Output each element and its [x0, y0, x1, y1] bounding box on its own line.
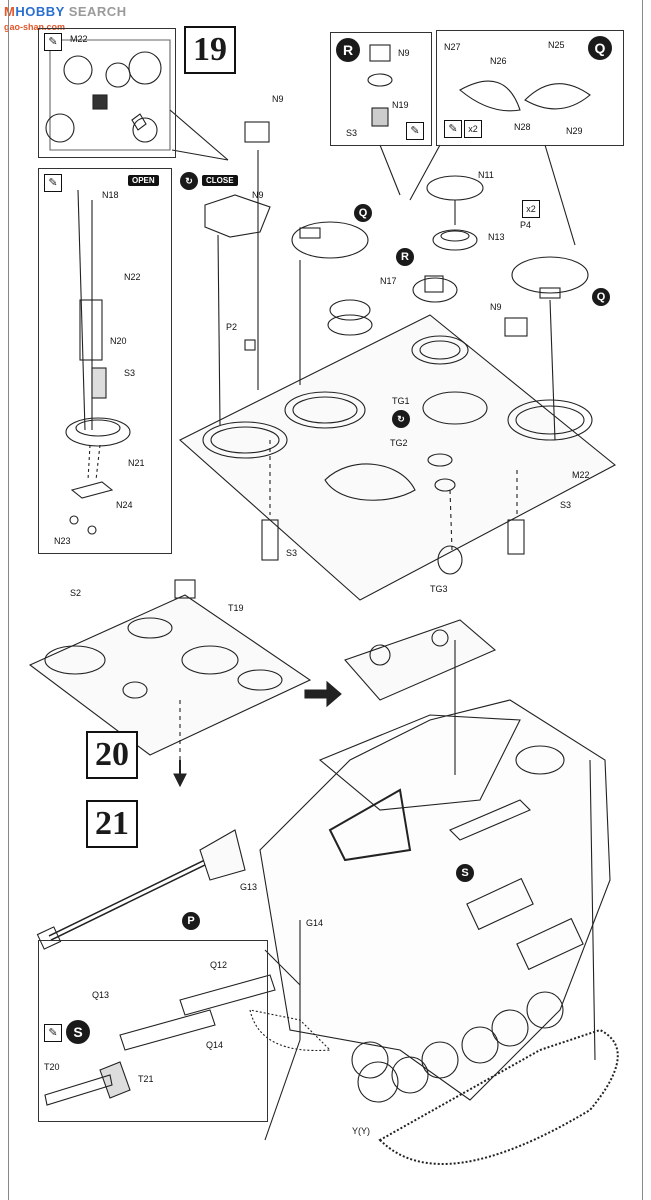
badge-q: Q — [588, 36, 612, 60]
label-n9-close: N9 — [252, 190, 264, 200]
step-19-number: 19 — [184, 26, 236, 74]
badge-r: R — [336, 38, 360, 62]
badge-s-inset: S — [66, 1020, 90, 1044]
label-n18: N18 — [102, 190, 119, 200]
label-n24: N24 — [116, 500, 133, 510]
label-q12: Q12 — [210, 960, 228, 970]
left-border — [8, 0, 9, 1200]
step-20-number: 20 — [86, 731, 138, 779]
close-tag: CLOSE — [202, 175, 238, 186]
label-q14: Q14 — [206, 1040, 224, 1050]
watermark-sub: gao-shan.com — [4, 22, 66, 32]
label-g13: G13 — [240, 882, 258, 892]
right-border — [642, 0, 643, 1200]
step-21-number: 21 — [86, 800, 138, 848]
label-tg1: TG1 — [392, 396, 410, 406]
label-t19: T19 — [228, 603, 244, 613]
label-n20: N20 — [110, 336, 127, 346]
label-tg2: TG2 — [390, 438, 408, 448]
label-n9-right: N9 — [490, 302, 502, 312]
label-n27: N27 — [444, 42, 461, 52]
label-n13: N13 — [488, 232, 505, 242]
glue-icon: ✎ — [406, 122, 424, 140]
label-n11: N11 — [478, 170, 494, 180]
label-g14: G14 — [306, 918, 324, 928]
label-s3-left: S3 — [286, 548, 298, 558]
label-tg3: TG3 — [430, 584, 448, 594]
inset-open — [38, 168, 172, 554]
label-s3: S3 — [124, 368, 136, 378]
badge-p: P — [182, 912, 200, 930]
label-s2: S2 — [70, 588, 82, 598]
glue-icon: ✎ — [44, 33, 62, 51]
inset-r — [330, 32, 432, 146]
badge-s-hull: S — [456, 864, 474, 882]
label-n28: N28 — [514, 122, 531, 132]
label-s3-right: S3 — [560, 500, 572, 510]
label-n19-r: N19 — [392, 100, 409, 110]
rotate-icon: ↻ — [392, 410, 410, 428]
glue-icon: ✎ — [444, 120, 462, 138]
close-icon: ↻ — [180, 172, 198, 190]
watermark: MHOBBY SEARCH — [4, 4, 127, 19]
label-n29: N29 — [566, 126, 583, 136]
label-p2: P2 — [226, 322, 238, 332]
label-t20: T20 — [44, 1062, 60, 1072]
label-n23: N23 — [54, 536, 71, 546]
inset-s — [38, 940, 268, 1122]
inset-q — [436, 30, 624, 146]
label-n25: N25 — [548, 40, 565, 50]
label-n17: N17 — [380, 276, 397, 286]
label-n26: N26 — [490, 56, 507, 66]
label-n22: N22 — [124, 272, 141, 282]
open-tag: OPEN — [128, 175, 159, 186]
label-n21: N21 — [128, 458, 145, 468]
label-t21: T21 — [138, 1074, 154, 1084]
quantity-icon: x2 — [464, 120, 482, 138]
label-p4: P4 — [520, 220, 532, 230]
badge-r-main: R — [396, 248, 414, 266]
badge-q-left: Q — [354, 204, 372, 222]
label-n9-r: N9 — [398, 48, 410, 58]
quantity-icon: x2 — [522, 200, 540, 218]
label-m22-inset: M22 — [70, 34, 88, 44]
label-s3-r: S3 — [346, 128, 358, 138]
label-yy: Y(Y) — [352, 1126, 370, 1136]
label-n9-top: N9 — [272, 94, 284, 104]
inset-m22 — [38, 28, 176, 158]
label-q13: Q13 — [92, 990, 110, 1000]
badge-q-right: Q — [592, 288, 610, 306]
label-m22: M22 — [572, 470, 590, 480]
glue-icon: ✎ — [44, 1024, 62, 1042]
glue-icon: ✎ — [44, 174, 62, 192]
